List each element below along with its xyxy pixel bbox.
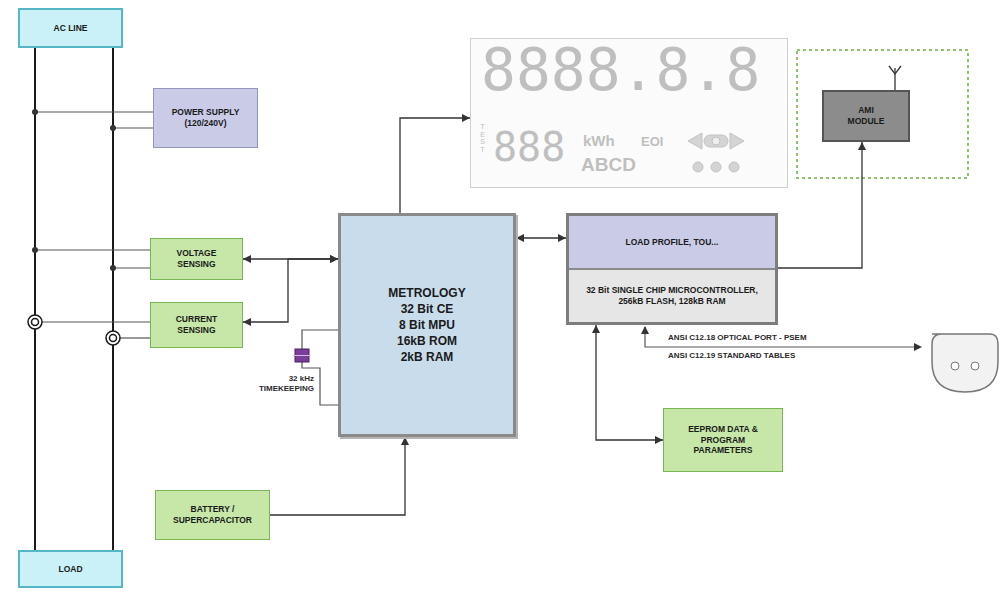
box-label: AMI MODULE: [839, 105, 893, 126]
box-text: 8 Bit MPU: [399, 317, 455, 333]
load-box: LOAD: [18, 550, 123, 588]
connector-arrow: [400, 114, 470, 213]
header-band: LOAD PROFILE, TOU...: [569, 216, 775, 270]
body-panel: 32 Bit SINGLE CHIP MICROCONTROLLER, 256k…: [569, 270, 775, 322]
source-box: AC LINE: [18, 8, 123, 48]
process-box: POWER SUPPLY (120/240V): [153, 88, 258, 148]
box-label: POWER SUPPLY (120/240V): [161, 107, 251, 128]
bus-line: [34, 48, 36, 552]
box-text: 16kB ROM: [397, 333, 457, 349]
segment-digits: 8888.8.8: [481, 41, 760, 99]
nav-pad-icon: [676, 129, 776, 179]
box-text: 32 Bit CE: [401, 301, 454, 317]
indicator-label: EOI: [641, 135, 663, 148]
box-label: METROLOGY: [388, 285, 465, 301]
connector-arrow: [243, 255, 338, 326]
process-box: BATTERY / SUPERCAPACITOR: [155, 490, 270, 540]
segment-digits: 888: [493, 127, 565, 167]
connector-arrow: [516, 234, 566, 242]
box-heading: LOAD PROFILE, TOU...: [626, 237, 719, 248]
connector-arrow: [778, 142, 866, 268]
unit-label: kWh: [583, 133, 615, 148]
box-label: CURRENT SENSING: [168, 314, 226, 335]
box-text: 32 Bit SINGLE CHIP MICROCONTROLLER, 256k…: [579, 285, 765, 306]
indicator-label: ABCD: [581, 155, 636, 174]
bus-line: [112, 48, 114, 552]
box-label: AC LINE: [54, 23, 88, 34]
connector-arrow: [270, 437, 409, 515]
ami-region: [797, 50, 968, 178]
process-box: VOLTAGE SENSING: [150, 238, 243, 280]
controller-box: LOAD PROFILE, TOU... 32 Bit SINGLE CHIP M…: [566, 213, 778, 325]
processor-box: METROLOGY32 Bit CE8 Bit MPU16kB ROM2kB R…: [338, 213, 516, 437]
antenna-symbol: [889, 66, 901, 91]
port-label: ANSI C12.19 STANDARD TABLES: [668, 351, 795, 361]
memory-box: EEPROM DATA & PROGRAM PARAMETERS: [663, 408, 783, 472]
process-box: CURRENT SENSING: [150, 302, 243, 348]
current-transformer: [28, 315, 120, 345]
box-text: 2kB RAM: [401, 349, 454, 365]
lcd-display: 8888.8.8TEST 888 kWh EOI ABCD: [470, 38, 788, 188]
optical-port: [932, 334, 998, 392]
connector-arrow: [592, 325, 663, 444]
clock-label: 32 kHz TIMEKEEPING: [240, 374, 314, 395]
box-label: VOLTAGE SENSING: [168, 248, 226, 269]
vertical-label: TEST: [479, 123, 486, 154]
box-label: EEPROM DATA & PROGRAM PARAMETERS: [682, 424, 764, 456]
box-label: LOAD: [58, 564, 82, 575]
port-label: ANSI C12.18 OPTICAL PORT - PSEM: [668, 333, 807, 343]
module-box: AMI MODULE: [822, 90, 910, 142]
box-label: BATTERY / SUPERCAPACITOR: [168, 504, 258, 525]
